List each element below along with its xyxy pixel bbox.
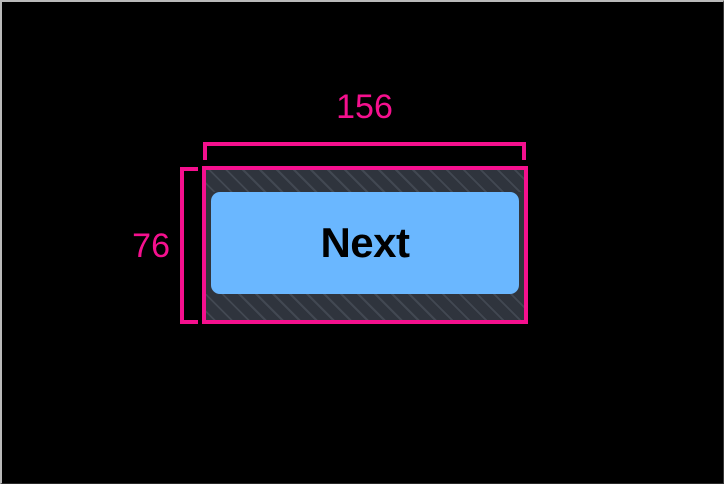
padding-hatch-top xyxy=(206,170,524,192)
next-button-label: Next xyxy=(320,219,410,266)
padding-hatch-bottom xyxy=(206,294,524,320)
next-button[interactable]: Next xyxy=(211,192,519,294)
width-measurement-bracket xyxy=(203,142,526,160)
width-measurement-label: 156 xyxy=(336,88,393,126)
height-measurement-label: 76 xyxy=(132,227,170,265)
highlighted-element-box[interactable]: Next xyxy=(202,166,528,324)
height-measurement-bracket xyxy=(180,167,198,324)
